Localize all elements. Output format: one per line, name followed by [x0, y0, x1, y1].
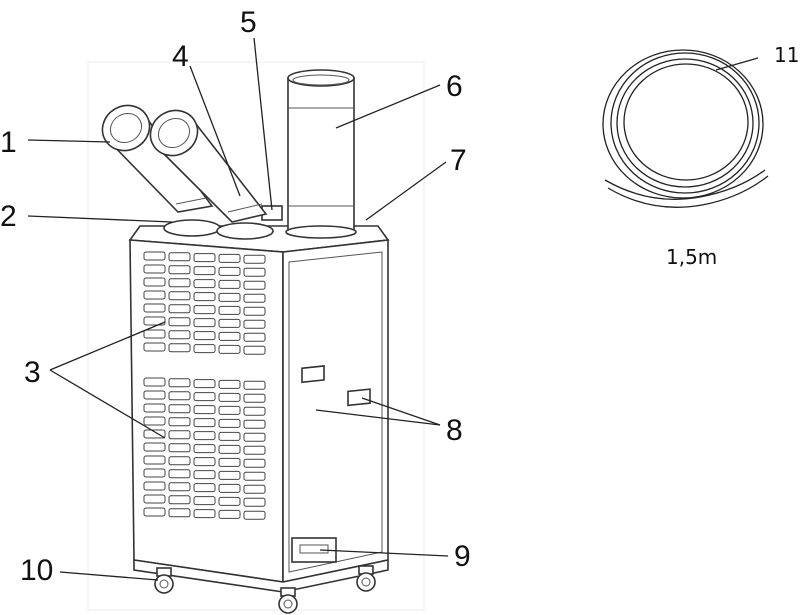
callout-1: 1: [0, 126, 17, 159]
callout-11: 11: [774, 43, 799, 67]
hot-air-exhaust: [285, 69, 357, 239]
caster-wheels: [154, 565, 376, 614]
hose-length-label: 1,5m: [666, 245, 717, 269]
callout-2: 2: [0, 200, 17, 233]
leader-lines: [27, 37, 759, 581]
callout-4: 4: [172, 40, 189, 73]
callout-9: 9: [454, 540, 471, 573]
callout-3: 3: [24, 356, 41, 389]
callout-8: 8: [446, 414, 463, 447]
front-grille-lower: [143, 377, 266, 520]
front-grille-upper: [143, 251, 266, 355]
callout-10: 10: [20, 554, 53, 587]
callout-6: 6: [446, 70, 463, 103]
cold-air-ducts: [101, 104, 268, 223]
callout-7: 7: [450, 144, 467, 177]
top-collars: [163, 205, 283, 240]
drain-hose-coil: [602, 49, 769, 208]
callout-5: 5: [240, 6, 257, 39]
side-handles: [301, 365, 371, 407]
